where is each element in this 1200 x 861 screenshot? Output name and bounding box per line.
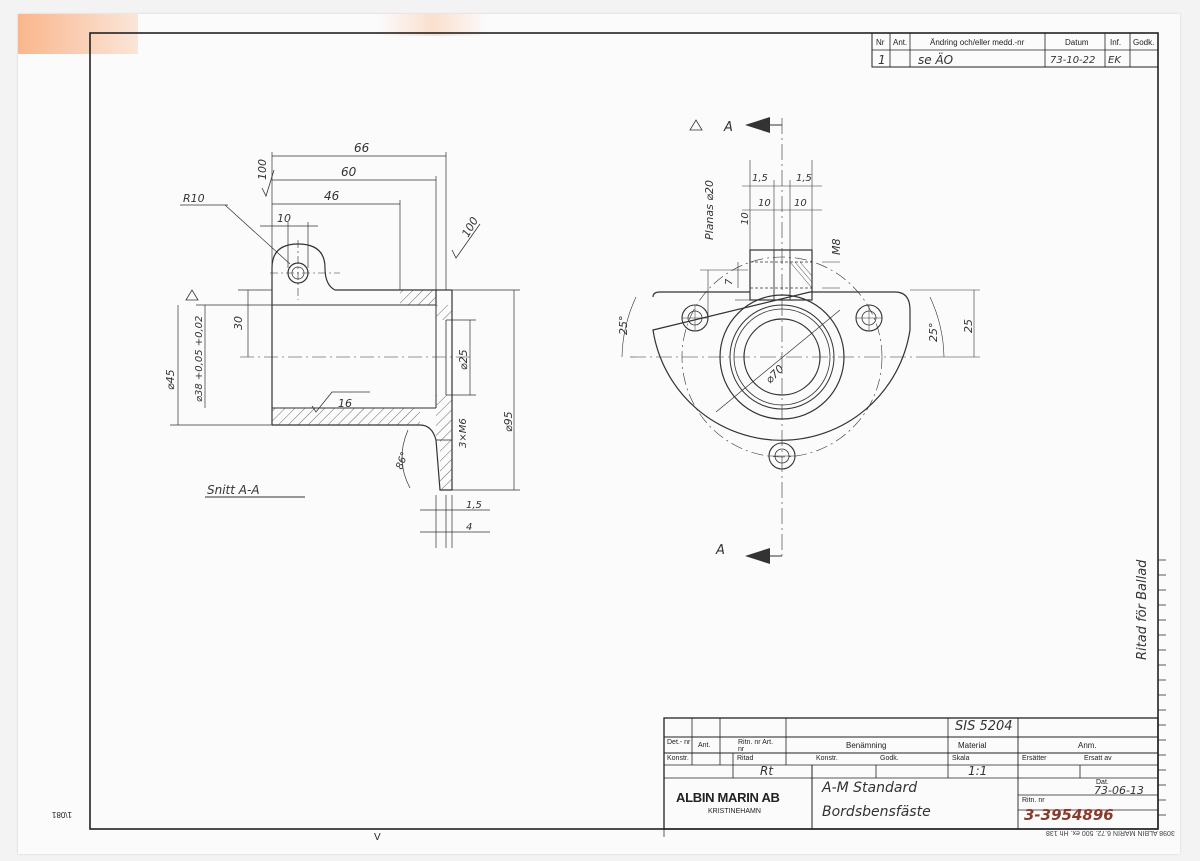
tape-strip: [18, 14, 138, 54]
label-godk: Godk.: [880, 755, 899, 762]
ritad-sign: Rt: [760, 764, 774, 778]
skala-value: 1:1: [968, 764, 988, 778]
section-view: [240, 240, 470, 491]
hatch-top: [400, 290, 436, 305]
header-material: Material: [958, 741, 987, 750]
ritn-nr-value: 3-3954896: [1024, 806, 1114, 824]
dim-1-5b: 1,5: [796, 173, 812, 184]
rev-header-ant: Ant.: [893, 38, 907, 47]
drawing-border: [89, 32, 1159, 830]
company-city: KRISTINEHAMN: [708, 808, 761, 815]
header-ant: Ant.: [698, 742, 711, 749]
dim-86deg: 86°: [394, 451, 410, 471]
dim-4: 4: [466, 522, 472, 533]
label-ersatt-av: Ersatt av: [1084, 755, 1112, 762]
dim-60: 60: [341, 165, 357, 179]
title-block-lines: [663, 717, 1159, 830]
label-skala: Skala: [952, 755, 970, 762]
section-mark-bottom: A: [715, 543, 725, 558]
dim-d70: ⌀70: [763, 362, 787, 386]
side-note: Ritad för Ballad: [1135, 559, 1150, 660]
bottom-mark: V: [374, 832, 381, 843]
footer-print: 3098 ALBIN MARIN 6.72. 500 ex. Hh 138: [1046, 829, 1175, 836]
dim-d38: ⌀38 +0,05 +0,02: [194, 316, 205, 402]
label-konstr-2: Konstr.: [816, 755, 838, 762]
rev-header-godk: Godk.: [1133, 38, 1154, 47]
label-ritn-nr: Ritn. nr: [1022, 797, 1045, 804]
hatch-bottom: [272, 408, 420, 425]
rev-row-inf: EK: [1108, 55, 1122, 66]
dim-25deg-right: 25°: [927, 323, 940, 343]
drawing-sheet: [18, 14, 1180, 854]
material-value: SIS 5204: [955, 719, 1013, 734]
dim-1-5: 1,5: [466, 500, 482, 511]
dim-10a: 10: [758, 198, 771, 209]
hatch-flange-bottom: [436, 395, 452, 440]
tape-strip-2: [378, 14, 488, 36]
edge-ticks: [663, 559, 1166, 837]
dim-m8: M8: [830, 239, 843, 256]
dim-66: 66: [354, 141, 370, 155]
label-dat: Dat.: [1096, 779, 1109, 786]
rev-header-change: Ändring och/eller medd.-nr: [930, 38, 1025, 47]
dim-r10: R10: [183, 192, 205, 205]
section-mark-top: A: [723, 120, 733, 135]
name-line-1: A-M Standard: [822, 780, 918, 796]
roughness-symbols: [185, 119, 703, 413]
rev-row-datum: 73-10-22: [1050, 55, 1095, 66]
rev-row-change: se ÄO: [918, 52, 953, 67]
header-det-nr: Det.- nr: [667, 739, 691, 746]
dim-10c: 10: [740, 212, 751, 225]
dat-value: 73-06-13: [1094, 784, 1144, 797]
dim-planas: Planas ⌀20: [703, 180, 716, 240]
dim-10: 10: [277, 212, 291, 225]
rev-row-nr: 1: [878, 53, 886, 67]
label-konstr: Konstr.: [667, 755, 689, 762]
dim-d45: ⌀45: [164, 369, 177, 390]
rev-header-datum: Datum: [1065, 38, 1089, 47]
dim-3m6: 3×M6: [458, 418, 469, 448]
header-ritn-art: Ritn. nr Art. nr: [738, 739, 774, 753]
label-ritad: Ritad: [737, 755, 754, 762]
dim-25: 25: [962, 319, 975, 333]
dim-46: 46: [324, 189, 340, 203]
dim-1-5a: 1,5: [752, 173, 768, 184]
rev-header-inf: Inf.: [1110, 38, 1121, 47]
hatch-flange-foot: [440, 440, 452, 490]
margin-mark: 1\081: [51, 810, 72, 819]
dim-7: 7: [724, 278, 735, 285]
section-dim-text: 66 60 46 10 R10 30 ⌀45 ⌀38 +0,05 +0,02 ⌀…: [164, 141, 515, 533]
revision-table-text: Nr Ant. Ändring och/eller medd.-nr Datum…: [876, 38, 1154, 47]
section-label: Snitt A-A: [207, 483, 260, 497]
section-dimensions: [170, 152, 520, 548]
rough-100a: 100: [256, 159, 269, 180]
rev-header-nr: Nr: [876, 38, 885, 47]
rough-16: 16: [338, 397, 352, 410]
revision-table: [871, 32, 1159, 68]
company-name: ALBIN MARIN AB: [676, 790, 780, 805]
dim-d95: ⌀95: [502, 411, 515, 432]
front-view: [621, 117, 980, 564]
dim-25deg-left: 25°: [617, 316, 630, 336]
dim-30: 30: [232, 316, 245, 330]
dim-d25: ⌀25: [457, 349, 470, 370]
dim-10b: 10: [794, 198, 807, 209]
header-anm: Anm.: [1078, 741, 1097, 750]
revision-row: 1 se ÄO 73-10-22 EK: [878, 52, 1122, 67]
name-line-2: Bordsbensfäste: [822, 804, 931, 820]
hatch-flange-top: [436, 305, 452, 320]
label-ersatter: Ersätter: [1022, 755, 1047, 762]
header-benamning: Benämning: [846, 741, 887, 750]
front-dim-text: A A Planas ⌀20 1,5 1,5 10 10 M8 10 7 25°…: [617, 120, 975, 558]
